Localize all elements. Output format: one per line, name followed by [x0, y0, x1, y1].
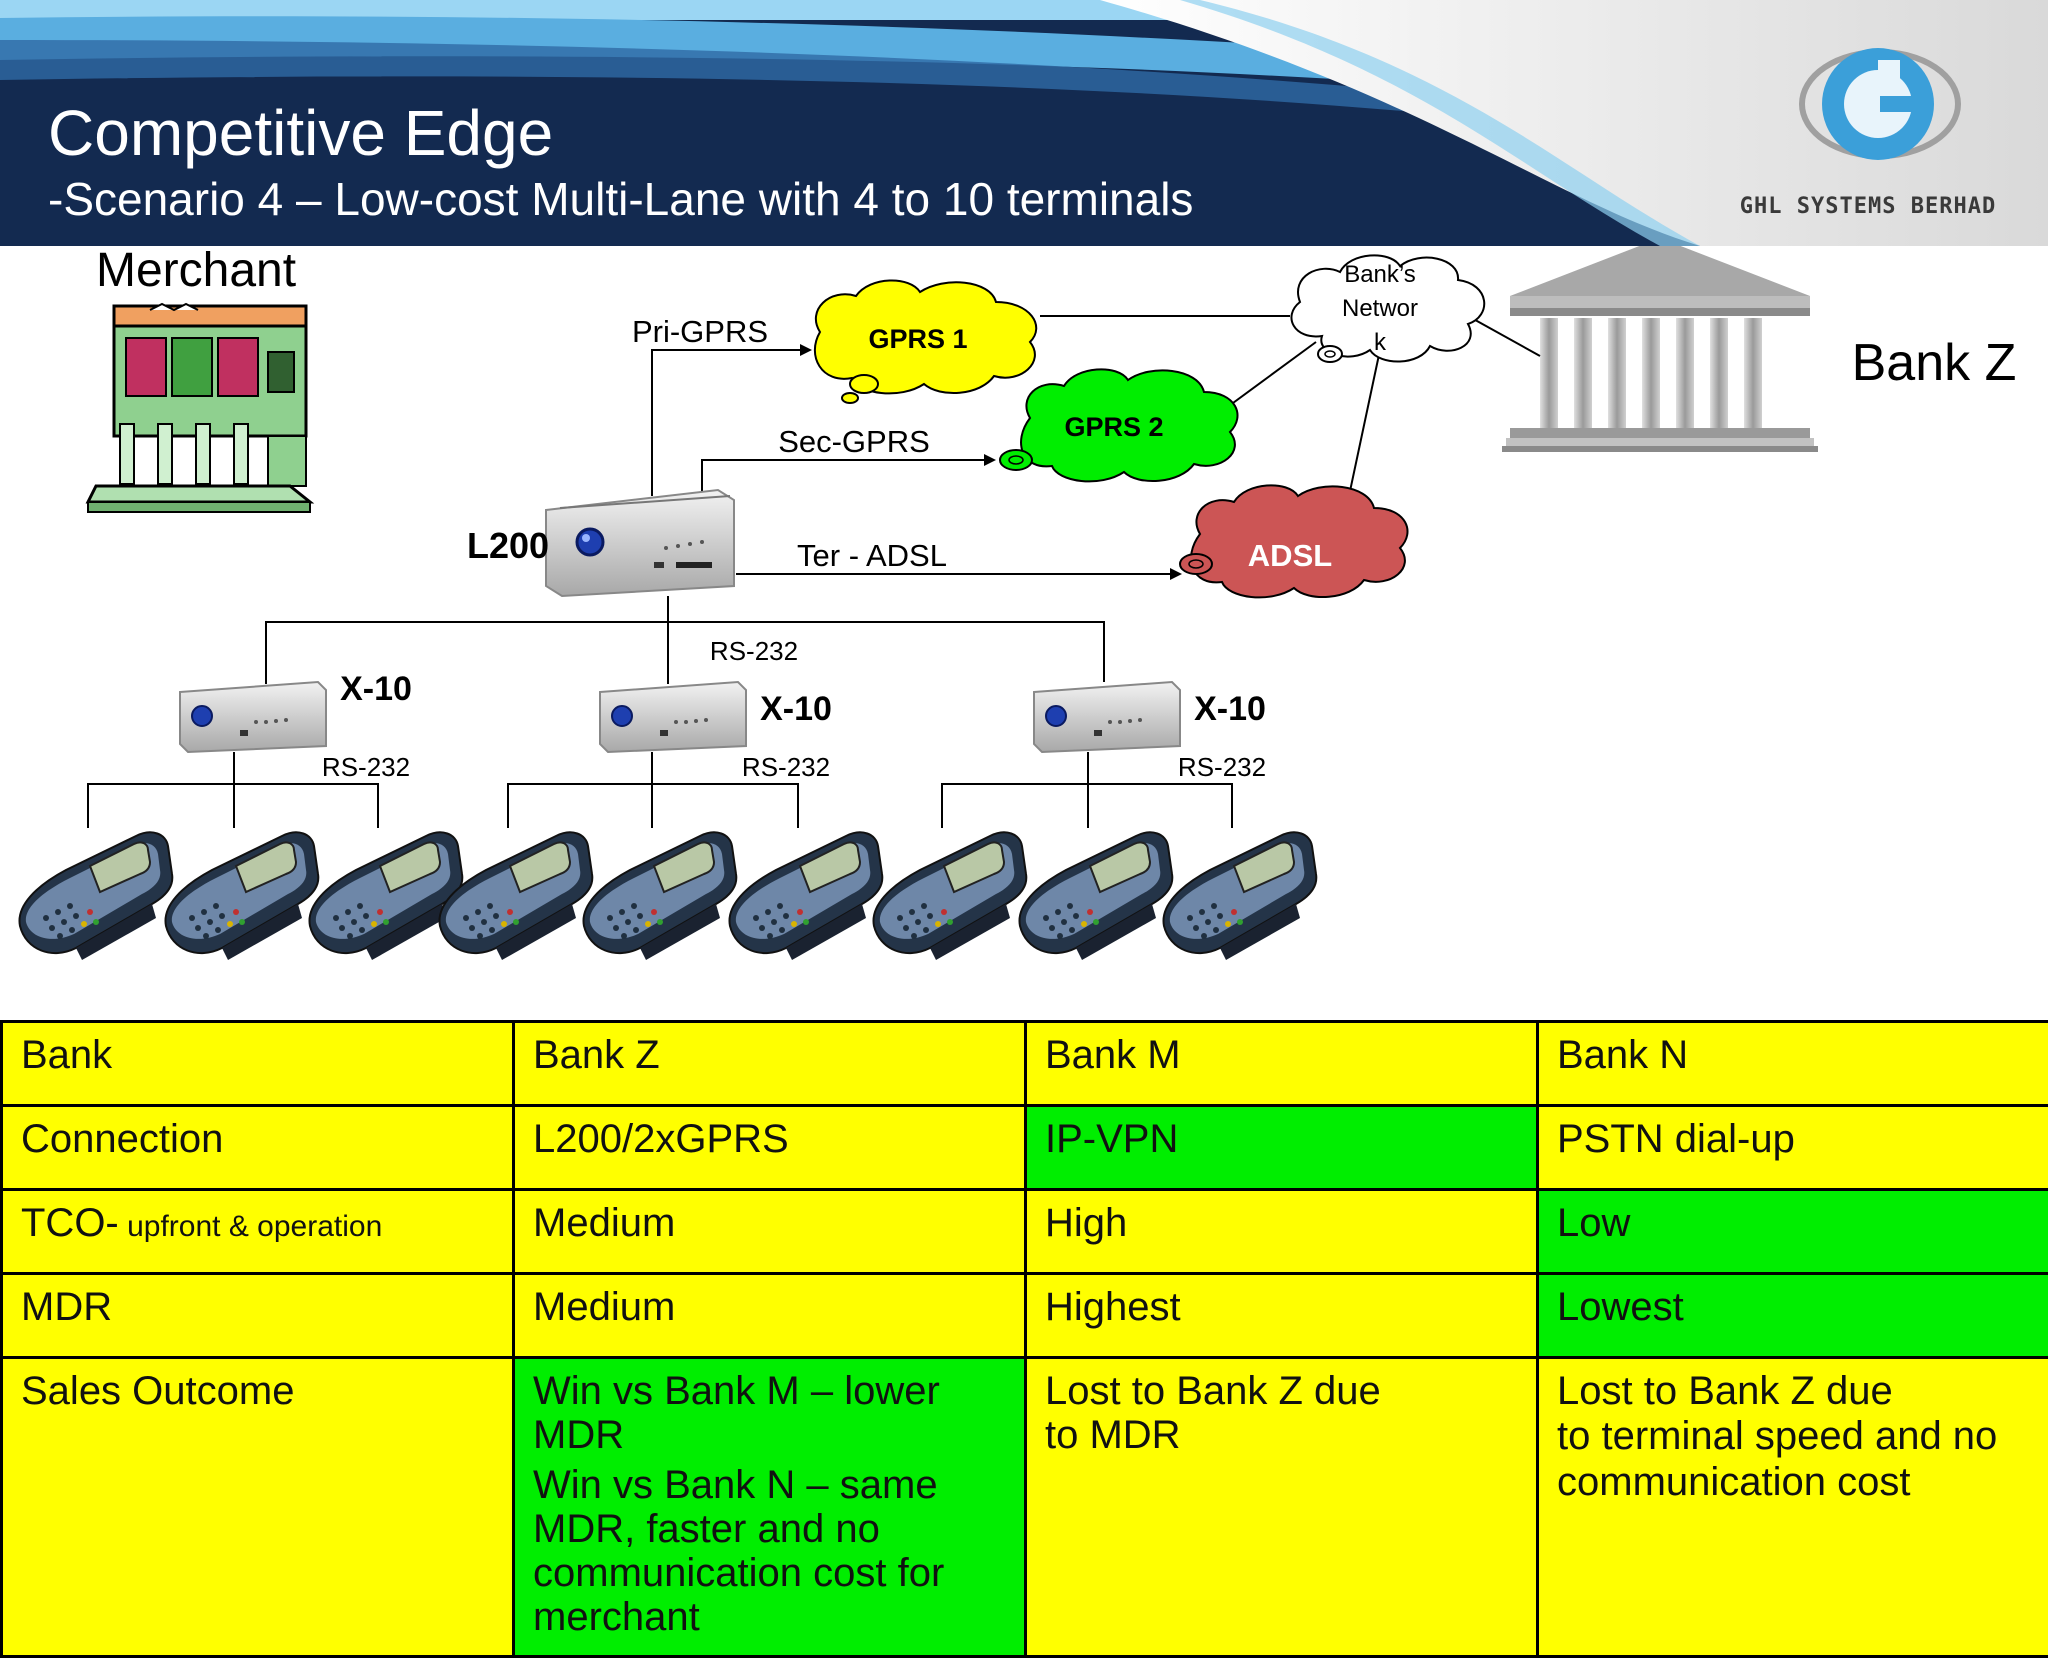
pri-gprs-label: Pri-GPRS [632, 314, 768, 349]
bank-z-connection: L200/2xGPRS [514, 1106, 1026, 1190]
bank-m-outcome-line-2: to MDR [1045, 1413, 1518, 1457]
rs232-label-3: RS-232 [1178, 752, 1266, 782]
bank-m-sales-outcome: Lost to Bank Z due to MDR [1026, 1358, 1538, 1657]
network-diagram: Merchant Bank Z [0, 246, 2048, 1022]
adsl-network-link [1346, 350, 1380, 510]
bank-n-outcome-line-2: to terminal speed and no communication c… [1557, 1413, 2030, 1505]
slide-subtitle: -Scenario 4 – Low-cost Multi-Lane with 4… [48, 172, 1193, 226]
pos-terminal-icon [439, 832, 592, 960]
table-row-bank: Bank Bank Z Bank M Bank N [2, 1022, 2048, 1106]
pos-terminal-icon [583, 832, 736, 960]
pos-terminal-icon [19, 832, 172, 960]
bank-m-tco: High [1026, 1190, 1538, 1274]
comparison-table: Bank Bank Z Bank M Bank N Connection L20… [0, 1020, 2048, 1658]
x10-device [180, 682, 326, 752]
bank-n-connection: PSTN dial-up [1538, 1106, 2048, 1190]
bank-building-icon [1502, 246, 1818, 452]
rs232-main-label: RS-232 [710, 636, 798, 666]
bank-n-sales-outcome: Lost to Bank Z due to terminal speed and… [1538, 1358, 2048, 1657]
ter-adsl-label: Ter - ADSL [797, 538, 947, 573]
bank-m-connection: IP-VPN [1026, 1106, 1538, 1190]
row-label-bank: Bank [2, 1022, 514, 1106]
x10-label-1: X-10 [340, 670, 412, 708]
sec-gprs-label: Sec-GPRS [778, 424, 930, 459]
row-label-sales-outcome: Sales Outcome [2, 1358, 514, 1657]
x10-label-2: X-10 [760, 690, 832, 728]
merchant-store-icon [88, 304, 310, 512]
pos-terminal-icon [873, 832, 1026, 960]
x10-device [1034, 682, 1180, 752]
row-label-connection: Connection [2, 1106, 514, 1190]
bank-m-header: Bank M [1026, 1022, 1538, 1106]
rs232-label-2: RS-232 [742, 752, 830, 782]
x10-label-3: X-10 [1194, 690, 1266, 728]
bank-z-outcome-note-1: Win vs Bank M – lower MDR [533, 1369, 1006, 1457]
pos-terminal-icon [729, 832, 882, 960]
l200-device [546, 490, 734, 596]
rs232-label-1: RS-232 [322, 752, 410, 782]
gprs2-label: GPRS 2 [1064, 412, 1163, 442]
sec-gprs-link [702, 460, 994, 498]
table-row-connection: Connection L200/2xGPRS IP-VPN PSTN dial-… [2, 1106, 2048, 1190]
bank-n-mdr: Lowest [1538, 1274, 2048, 1358]
table-row-mdr: MDR Medium Highest Lowest [2, 1274, 2048, 1358]
gprs1-label: GPRS 1 [868, 324, 967, 354]
brand-name: GHL SYSTEMS BERHAD [1716, 194, 2020, 219]
adsl-label: ADSL [1248, 538, 1332, 573]
bank-m-mdr: Highest [1026, 1274, 1538, 1358]
pri-gprs-link [652, 350, 810, 496]
l200-label: L200 [467, 525, 549, 566]
row-label-mdr: MDR [2, 1274, 514, 1358]
merchant-label: Merchant [96, 246, 296, 297]
bank-network-label-line3: k [1374, 329, 1387, 356]
bank-n-outcome-line-1: Lost to Bank Z due [1557, 1369, 2030, 1413]
table-row-sales-outcome: Sales Outcome Win vs Bank M – lower MDR … [2, 1358, 2048, 1657]
bank-z-header: Bank Z [514, 1022, 1026, 1106]
bank-z-label: Bank Z [1852, 334, 2017, 392]
pos-terminal-icon [1019, 832, 1172, 960]
bank-n-header: Bank N [1538, 1022, 2048, 1106]
tco-label: TCO- [21, 1201, 119, 1245]
table-row-tco: TCO- upfront & operation Medium High Low [2, 1190, 2048, 1274]
pos-terminal-icon [309, 832, 462, 960]
bank-n-tco: Low [1538, 1190, 2048, 1274]
x10-device [600, 682, 746, 752]
bank-network-label-line1: Bank’s [1344, 261, 1416, 288]
row-label-tco: TCO- upfront & operation [2, 1190, 514, 1274]
slide-title: Competitive Edge [48, 96, 553, 170]
pos-terminal-icon [1163, 832, 1316, 960]
slide-header: Competitive Edge -Scenario 4 – Low-cost … [0, 0, 2048, 246]
bank-z-sales-outcome: Win vs Bank M – lower MDR Win vs Bank N … [514, 1358, 1026, 1657]
pos-terminals [19, 832, 1316, 960]
bank-network-label-line2: Networ [1342, 295, 1418, 322]
tco-label-detail: upfront & operation [119, 1210, 383, 1243]
bank-z-mdr: Medium [514, 1274, 1026, 1358]
pos-terminal-icon [165, 832, 318, 960]
bank-m-outcome-line-1: Lost to Bank Z due [1045, 1369, 1518, 1413]
bank-z-outcome-note-2: Win vs Bank N – same MDR, faster and no … [533, 1463, 1006, 1639]
bank-z-tco: Medium [514, 1190, 1026, 1274]
network-bank-link [1468, 316, 1540, 356]
